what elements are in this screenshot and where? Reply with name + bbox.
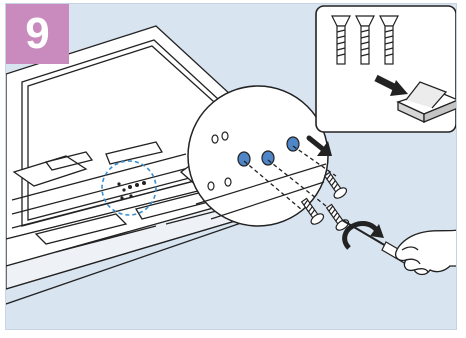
hand-icon (396, 230, 457, 275)
inset-box (316, 6, 457, 132)
rotate-arrow-icon (345, 223, 384, 248)
screw-icon (332, 16, 398, 64)
illustration-panel: 9 (5, 3, 457, 330)
assembly-illustration (6, 4, 457, 330)
step-number-badge: 9 (6, 4, 69, 64)
